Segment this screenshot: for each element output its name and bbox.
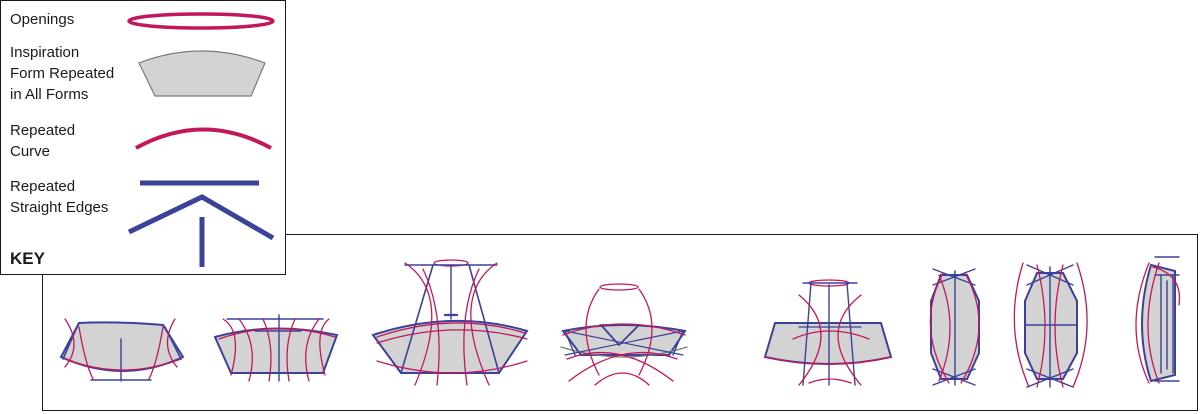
form-7-shape (1024, 272, 1078, 380)
form-1-curve (64, 358, 182, 371)
key-label-openings: Openings (10, 11, 75, 28)
form-4-edge (564, 330, 576, 356)
form-8-curve (1135, 262, 1150, 384)
key-label-curve: Repeated Curve (10, 120, 75, 162)
form-7-curve (1013, 262, 1030, 388)
key-label-inspiration-line-1: Inspiration (10, 44, 80, 61)
form-3-curve (463, 268, 480, 386)
key-label-edges-line-2: Straight Edges (10, 199, 109, 216)
form-3-curve (404, 262, 433, 386)
form-6-curve (938, 274, 951, 382)
key-label-curve-line-2: Curve (10, 143, 51, 160)
form-4-edge (564, 330, 684, 356)
form-3-curve (422, 268, 440, 386)
form-7-curve (1072, 262, 1088, 388)
key-panel: Openings Inspiration Form Repeated in Al… (0, 0, 286, 275)
form-8 (1135, 256, 1181, 384)
form-4-edge (672, 330, 684, 356)
form-3-edge (468, 264, 500, 374)
form-2-curve (286, 318, 296, 382)
form-5-curve (837, 294, 862, 386)
form-1-curve (148, 326, 164, 380)
form-3 (371, 259, 529, 386)
repeated-curve-swatch (135, 127, 272, 150)
form-6 (929, 268, 980, 386)
form-5 (763, 279, 893, 386)
form-6-edge (932, 368, 976, 386)
form-4-curve (594, 372, 650, 386)
form-6-edge (932, 268, 976, 286)
key-label-edges: Repeated Straight Edges (10, 176, 108, 218)
form-8-curve (1147, 262, 1160, 384)
form-3-shape (371, 319, 529, 374)
form-8-curve (1152, 266, 1181, 306)
form-2-curve (218, 327, 336, 340)
form-2 (213, 314, 339, 382)
form-1 (59, 318, 185, 382)
form-4-curve (638, 288, 653, 376)
form-7 (1013, 262, 1088, 388)
form-2-curve (319, 318, 330, 376)
key-label-curve-line-1: Repeated (10, 122, 76, 139)
key-label-inspiration-line-3: in All Forms (10, 86, 89, 103)
form-4-curve (568, 352, 678, 382)
straight-edge-swatch-chevron (127, 194, 275, 241)
key-label-inspiration-line-2: Form Repeated (10, 65, 115, 82)
form-4-triangle (598, 324, 642, 347)
form-1-curve (64, 318, 75, 368)
form-2-curve (222, 318, 237, 376)
form-3-curve (376, 322, 526, 338)
inspiration-form-swatch (138, 50, 266, 97)
form-3-curve (376, 360, 528, 374)
form-3-curve (376, 329, 528, 344)
key-label-inspiration: Inspiration Form Repeated in All Forms (10, 42, 114, 105)
form-5-curve (792, 330, 870, 340)
opening-ellipse-swatch (127, 12, 275, 30)
form-4 (560, 283, 688, 386)
form-2-curve (262, 318, 272, 382)
form-4-shape-lower (560, 346, 688, 358)
form-7-curve (1054, 264, 1064, 388)
form-8-shape (1141, 263, 1176, 383)
form-4-curve (562, 323, 686, 336)
form-1-curve (78, 326, 94, 380)
forms-diagram (59, 256, 1181, 388)
key-title: KEY (10, 249, 45, 268)
form-2-curve (305, 318, 320, 382)
form-7-curve (1036, 264, 1046, 388)
form-1-edge (164, 326, 182, 360)
form-4-opening (599, 283, 639, 291)
form-1-curve (166, 318, 178, 368)
form-5-curve (808, 378, 852, 384)
form-2-curve (238, 318, 253, 382)
form-5-curve (798, 294, 822, 386)
form-3-edge (400, 264, 434, 374)
form-1-edge (62, 326, 78, 360)
form-3-curve (470, 262, 498, 386)
key-label-edges-line-1: Repeated (10, 178, 76, 195)
form-5-shape (763, 322, 893, 365)
form-6-curve (960, 272, 980, 384)
key-swatches (127, 12, 275, 267)
